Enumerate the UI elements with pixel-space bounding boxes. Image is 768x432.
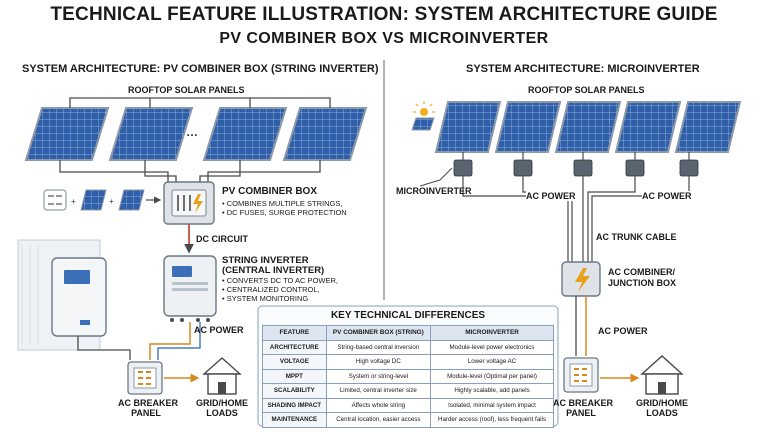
differences-table: FEATURE PV COMBINER BOX (STRING) MICROIN…: [262, 325, 554, 428]
left-loads-label-1: GRID/HOME: [195, 398, 248, 408]
right-panel-5: [674, 101, 742, 153]
table-row: SHADING IMPACT Affects whole string Isol…: [262, 397, 554, 413]
table-cell: Lower voltage AC: [430, 354, 554, 370]
table-cell: Central location, easier access: [325, 412, 432, 428]
left-breaker-label-1: AC BREAKER: [118, 398, 179, 408]
svg-text:+: +: [71, 197, 76, 206]
ac-combiner-label-1: AC COMBINER/: [608, 267, 675, 277]
table-header-row: FEATURE PV COMBINER BOX (STRING) MICROIN…: [262, 325, 554, 341]
left-panel-2: [108, 107, 194, 161]
table-title: KEY TECHNICAL DIFFERENCES: [330, 310, 486, 321]
table-cell: SHADING IMPACT: [262, 397, 327, 413]
table-cell: Isolated, minimal system impact: [430, 397, 554, 413]
table-cell: System or string-level: [325, 368, 432, 384]
table-cell: Limited, central inverter size: [325, 383, 432, 399]
dc-circuit-label: DC CIRCUIT: [196, 234, 248, 244]
left-ac-wire-2: [157, 322, 201, 360]
table-row: MPPT System or string-level Module-level…: [262, 368, 554, 384]
left-loads-label-2: LOADS: [206, 408, 238, 418]
table-cell: Highly scalable, add panels: [430, 383, 554, 399]
right-loads-label-1: GRID/HOME: [635, 398, 688, 408]
left-string-wires: [59, 97, 331, 184]
table-row: VOLTAGE High voltage DC Lower voltage AC: [262, 354, 554, 370]
inverter-title-2: (CENTRAL INVERTER): [222, 265, 325, 276]
table-cell: Affects whole string: [325, 397, 432, 413]
right-breaker-label-1: AC BREAKER: [553, 398, 614, 408]
left-section-heading: SYSTEM ARCHITECTURE: PV COMBINER BOX (ST…: [22, 63, 379, 75]
ac-combiner-label-2: JUNCTION BOX: [608, 278, 677, 288]
right-breaker-graphic: [563, 357, 599, 393]
left-panels-label: ROOFTOP SOLAR PANELS: [128, 85, 245, 95]
right-ac-power-label-3: AC POWER: [598, 326, 648, 336]
inverter-title-1: STRING INVERTER: [222, 255, 309, 266]
trunk-cable-label: AC TRUNK CABLE: [596, 232, 677, 242]
pv-combiner-box-graphic: [163, 181, 215, 225]
table-cell: VOLTAGE: [262, 354, 327, 370]
table-row: MAINTENANCE Central location, easier acc…: [262, 412, 554, 428]
table-cell: MPPT: [262, 368, 327, 384]
table-header-cell: FEATURE: [262, 325, 327, 341]
right-panel-to-micro-wires: [462, 152, 690, 160]
right-panel-3: [554, 101, 622, 153]
table-cell: High voltage DC: [325, 354, 432, 370]
right-ac-power-label-1: AC POWER: [526, 191, 576, 201]
string-inverter-graphic: [163, 255, 217, 322]
inverter-bullet-1: • CONVERTS DC TO AC POWER,: [222, 276, 338, 285]
microinverter-label: MICROINVERTER: [396, 186, 472, 196]
right-panels-label: ROOFTOP SOLAR PANELS: [528, 85, 645, 95]
table-header-cell: PV COMBINER BOX (STRING): [325, 325, 432, 341]
left-ac-power-label: AC POWER: [194, 325, 244, 335]
table-cell: Module-level (Optimal per panel): [430, 368, 554, 384]
table-cell: SCALABILITY: [262, 383, 327, 399]
left-panel-1: [24, 107, 110, 161]
microinverter-leader: [419, 167, 453, 187]
left-ac-wire-1: [149, 322, 191, 360]
svg-text:…: …: [186, 125, 198, 139]
left-house-graphic: [202, 357, 242, 395]
right-breaker-label-2: PANEL: [566, 408, 596, 418]
table-cell: Harder access (roof), less frequent fail…: [430, 412, 554, 428]
combiner-title: PV COMBINER BOX: [222, 186, 318, 197]
right-loads-label-2: LOADS: [646, 408, 678, 418]
left-solar-panels: …: [24, 107, 368, 161]
table-cell: String-based central inversion: [325, 339, 432, 355]
left-breaker-graphic: [127, 361, 163, 395]
wall-inverter-wire: [77, 336, 131, 360]
right-solar-panels: [434, 101, 742, 153]
inverter-bullet-2: • CENTRALIZED CONTROL,: [222, 285, 320, 294]
right-panel-2: [494, 101, 562, 153]
right-ac-power-label-2: AC POWER: [642, 191, 692, 201]
right-panel-1: [434, 101, 502, 153]
table-row: ARCHITECTURE String-based central invers…: [262, 339, 554, 355]
right-trunk-wires: [462, 176, 690, 262]
combiner-bullet-1: • COMBINES MULTIPLE STRINGS,: [222, 199, 343, 208]
right-house-graphic: [640, 355, 684, 395]
page-title: TECHNICAL FEATURE ILLUSTRATION: SYSTEM A…: [50, 4, 718, 25]
left-breaker-label-2: PANEL: [131, 408, 161, 418]
table-cell: MAINTENANCE: [262, 412, 327, 428]
left-panel-3: [202, 107, 288, 161]
page-subtitle: PV COMBINER BOX VS MICROINVERTER: [219, 30, 549, 47]
inverter-bullet-3: • SYSTEM MONITORING: [222, 294, 309, 303]
right-panel-4: [614, 101, 682, 153]
svg-text:+: +: [109, 197, 114, 206]
table-header-cell: MICROINVERTER: [430, 325, 554, 341]
wall-inverter-graphic: [17, 239, 107, 351]
left-panel-4: [282, 107, 368, 161]
table-cell: Module-level power electronics: [430, 339, 554, 355]
table-row: SCALABILITY Limited, central inverter si…: [262, 383, 554, 399]
table-cell: ARCHITECTURE: [262, 339, 327, 355]
right-section-heading: SYSTEM ARCHITECTURE: MICROINVERTER: [466, 63, 700, 75]
string-icons: + +: [43, 189, 162, 211]
combiner-bullet-2: • DC FUSES, SURGE PROTECTION: [222, 208, 347, 217]
ac-combiner-graphic: [561, 261, 601, 297]
microinverters: [453, 159, 699, 177]
sun-icon: [411, 101, 435, 131]
